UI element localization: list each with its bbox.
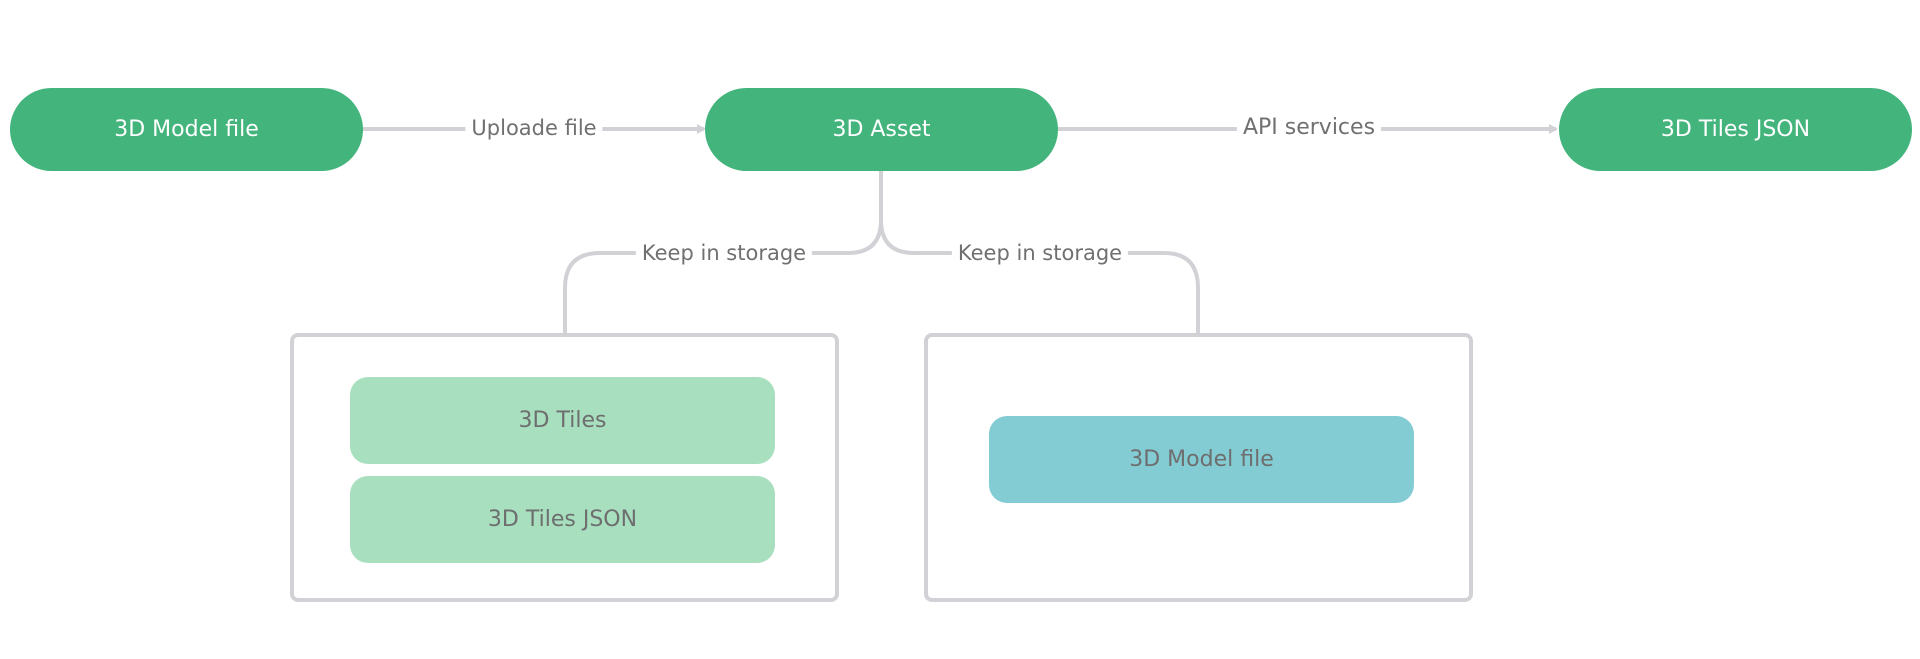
node-3d-asset-label: 3D Asset xyxy=(832,117,931,142)
node-3d-asset: 3D Asset xyxy=(705,88,1058,171)
storage-box-left: 3D Tiles 3D Tiles JSON xyxy=(290,333,839,602)
node-3d-model-file: 3D Model file xyxy=(10,88,363,171)
keep-in-storage-left-label: Keep in storage xyxy=(635,239,813,267)
keep-in-storage-right-label: Keep in storage xyxy=(951,239,1129,267)
storage-item-3d-model-file-label: 3D Model file xyxy=(1129,447,1274,472)
upload-file-label: Uploade file xyxy=(465,114,603,142)
storage-item-3d-tiles: 3D Tiles xyxy=(350,377,775,464)
storage-item-3d-tiles-json: 3D Tiles JSON xyxy=(350,476,775,563)
storage-item-3d-tiles-json-label: 3D Tiles JSON xyxy=(487,507,638,532)
node-3d-model-file-label: 3D Model file xyxy=(114,117,259,142)
node-3d-tiles-json-label: 3D Tiles JSON xyxy=(1660,117,1811,142)
storage-item-3d-model-file: 3D Model file xyxy=(989,416,1414,503)
storage-box-right: 3D Model file xyxy=(924,333,1473,602)
storage-item-3d-tiles-label: 3D Tiles xyxy=(518,408,607,433)
api-services-label: API services xyxy=(1236,114,1382,142)
node-3d-tiles-json: 3D Tiles JSON xyxy=(1559,88,1912,171)
